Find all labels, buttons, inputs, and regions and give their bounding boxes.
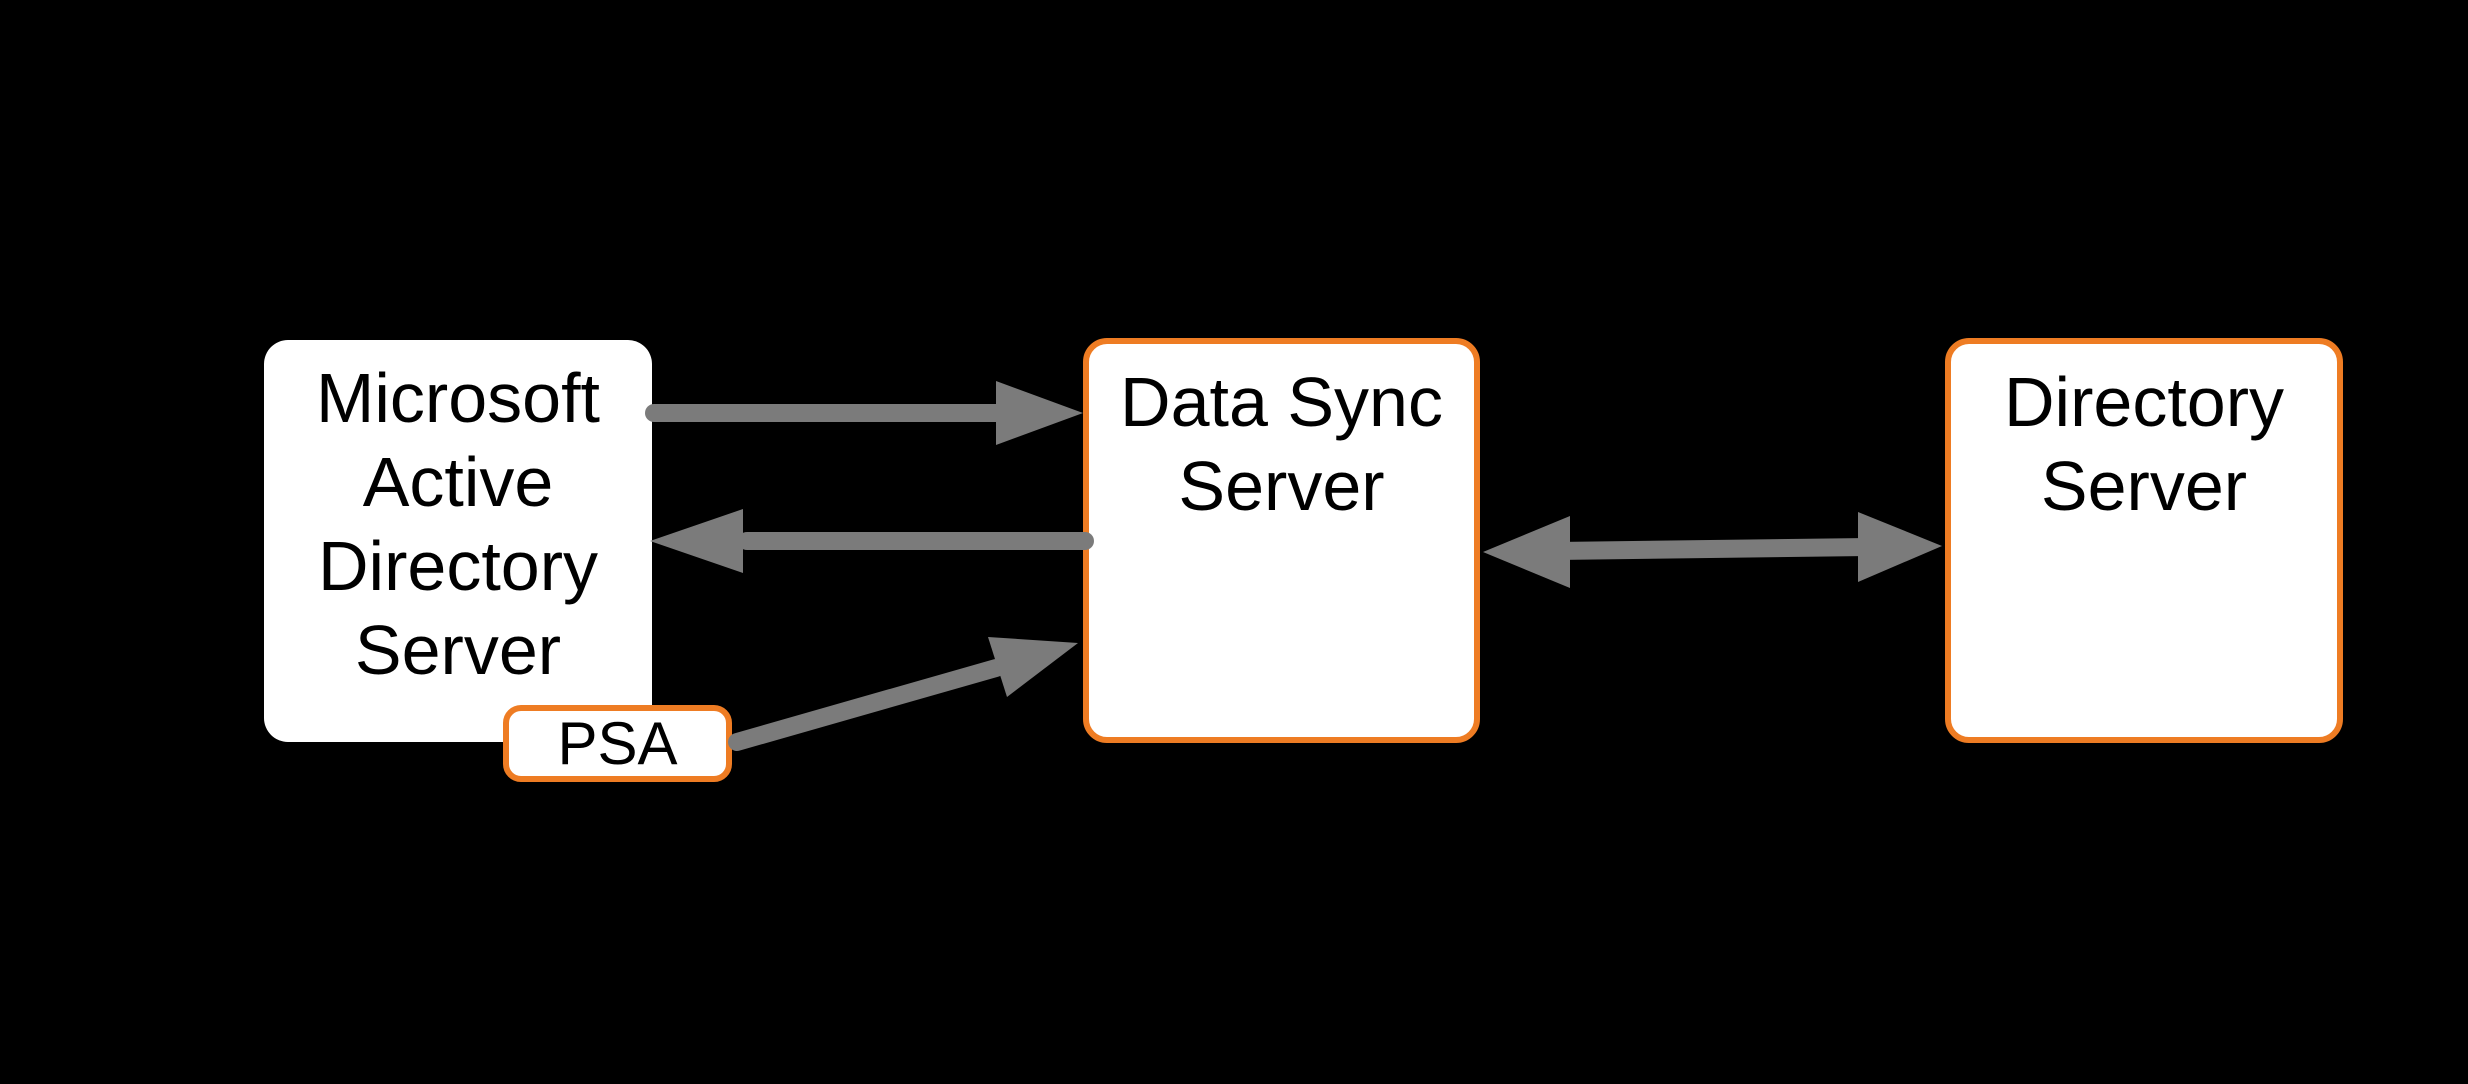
arrow-shaft — [728, 659, 1005, 751]
node-label-data-sync: Data Sync Server — [1120, 363, 1443, 525]
node-microsoft-active-directory-server: Microsoft Active Directory Server — [264, 340, 652, 742]
arrow-datasync-directory-bidirectional-icon — [1483, 512, 1942, 588]
arrow-head — [650, 509, 743, 573]
arrow-head — [988, 637, 1078, 697]
node-label-active-directory: Microsoft Active Directory Server — [316, 359, 600, 689]
arrow-psa-to-datasync-icon — [728, 637, 1078, 751]
arrow-datasync-to-ad-icon — [650, 509, 1094, 573]
arrow-ad-to-datasync-icon — [645, 381, 1083, 445]
node-label-directory: Directory Server — [2003, 363, 2285, 525]
node-directory-server: Directory Server — [1945, 338, 2343, 743]
arrow-head-right — [1858, 512, 1942, 582]
node-data-sync-server: Data Sync Server — [1083, 338, 1480, 743]
arrow-head — [996, 381, 1083, 445]
node-psa-badge: PSA — [503, 705, 732, 782]
node-label-psa: PSA — [557, 709, 678, 777]
arrow-shaft — [1555, 538, 1869, 560]
arrow-head-left — [1483, 516, 1570, 588]
